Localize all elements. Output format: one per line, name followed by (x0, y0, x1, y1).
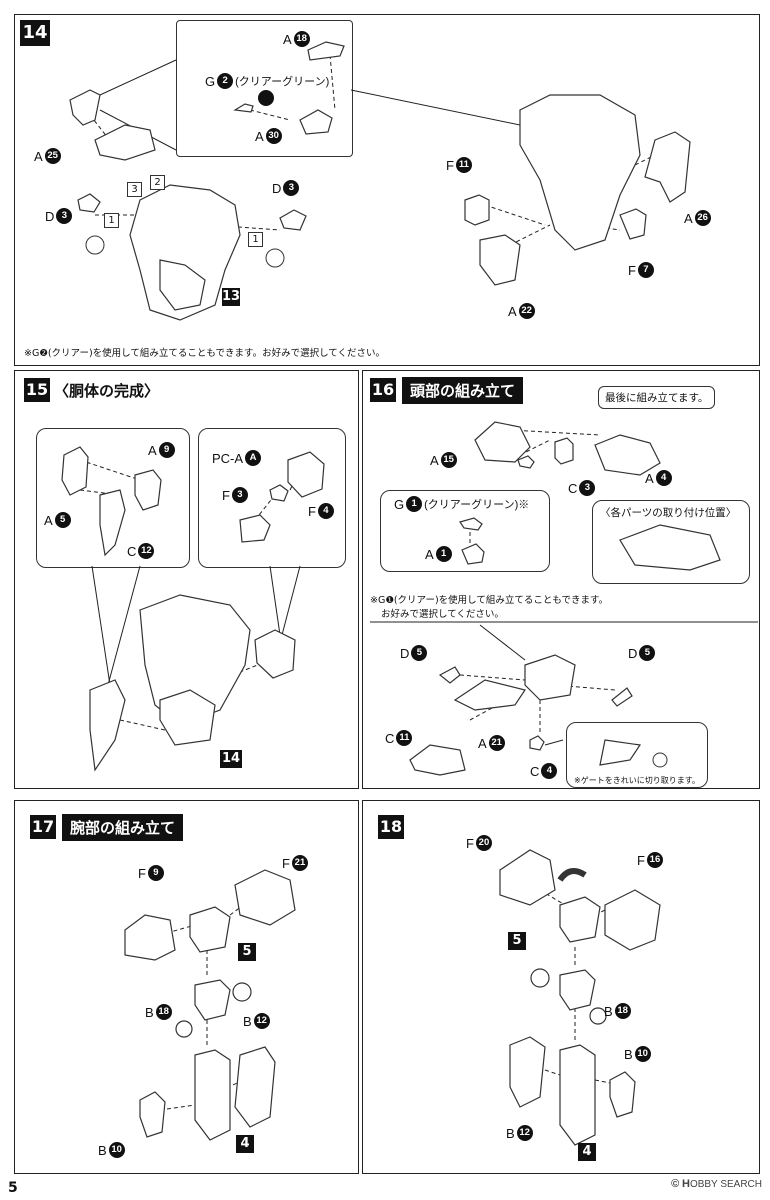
step-16-gate-note: ※ゲートをきれいに切り取ります。 (574, 776, 700, 785)
step-15-detail-right (198, 428, 346, 568)
paint-icon (258, 90, 274, 106)
step-18-number: 18 (378, 815, 404, 839)
assembly-ref-4b: 4 (578, 1143, 596, 1161)
step-16-callout: 最後に組み立てます。 (598, 386, 716, 409)
assembly-ref-5b: 5 (508, 932, 526, 950)
step-15-number: 15 (24, 378, 50, 402)
step-17-title: 腕部の組み立て (62, 814, 184, 841)
step-15-title: 〈胴体の完成〉 (54, 382, 160, 400)
step-16-note-1: ※G❶(クリアー)を使用して組み立てることもできます。 (370, 595, 609, 606)
step-16-note-2: お好みで選択してください。 (381, 609, 504, 620)
sequence-2: 2 (150, 175, 165, 190)
assembly-ref-14: 14 (220, 750, 242, 768)
assembly-ref-13: 13 (222, 288, 241, 306)
step-14-note: ※G❷(クリアー)を使用して組み立てることもできます。お好みで選択してください。 (24, 348, 385, 359)
step-14-number: 14 (20, 20, 50, 46)
sequence-1-right: 1 (248, 232, 263, 247)
step-16-number: 16 (370, 378, 396, 402)
assembly-ref-4: 4 (236, 1135, 254, 1153)
page-number: 5 (8, 1180, 18, 1196)
step-17-number: 17 (30, 815, 56, 839)
step-16-position-caption: 〈各パーツの取り付け位置〉 (600, 507, 737, 519)
step-16-gate-box (566, 722, 708, 788)
watermark-text: OBBY SEARCH (689, 1179, 762, 1190)
watermark-mark: © (671, 1178, 680, 1190)
watermark: © HOBBY SEARCH (671, 1178, 762, 1190)
step-16-title: 頭部の組み立て (402, 377, 524, 404)
sequence-3: 3 (127, 182, 142, 197)
sequence-1-left: 1 (104, 213, 119, 228)
assembly-ref-5: 5 (238, 943, 256, 961)
watermark-h: H (681, 1178, 690, 1190)
